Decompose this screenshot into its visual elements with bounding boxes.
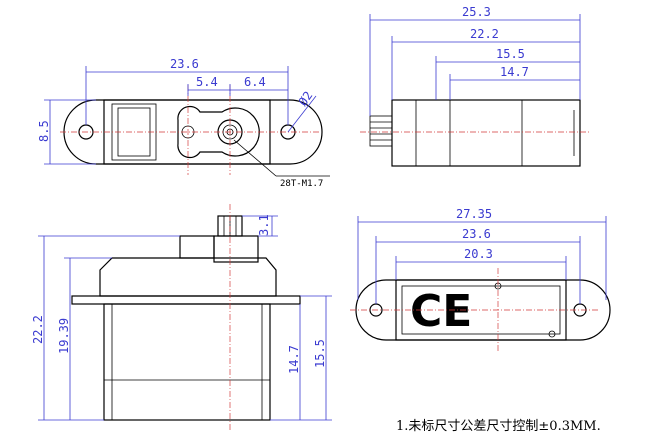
bottom-vent-icon xyxy=(548,330,556,338)
top-view-gear-cover xyxy=(177,105,260,159)
side-spline xyxy=(369,115,393,147)
dim-front-mount-high: 15.5 xyxy=(313,339,327,368)
bottom-view: CE 27.35 23.6 20.3 xyxy=(350,207,611,352)
front-upper-body xyxy=(99,257,277,297)
dim-side-total: 25.3 xyxy=(462,5,491,19)
dim-side-body: 22.2 xyxy=(470,27,499,41)
dim-front-mount-low: 14.7 xyxy=(287,345,301,374)
top-view: 23.6 5.4 6.4 Ø2 8.5 28T-M1.7 xyxy=(37,57,330,189)
front-lower-body xyxy=(103,303,271,421)
front-view: 22.2 19.39 3.1 14.7 15.5 xyxy=(31,204,332,430)
dim-top-left-offset: 5.4 xyxy=(196,75,218,89)
dim-spline-height: 3.1 xyxy=(257,214,271,236)
front-flange xyxy=(71,295,301,305)
dim-bottom-body: 20.3 xyxy=(464,247,493,261)
spline-callout: 28T-M1.7 xyxy=(280,179,323,189)
top-view-flange xyxy=(63,99,323,165)
dim-front-total: 22.2 xyxy=(31,315,45,344)
dim-side-mid: 15.5 xyxy=(496,47,525,61)
leader-spline xyxy=(233,139,277,177)
leader-hole xyxy=(287,95,317,133)
tolerance-note: 1.未标尺寸公差尺寸控制±0.3MM. xyxy=(396,419,601,434)
dim-front-body: 19.39 xyxy=(57,318,71,354)
dim-bottom-flange: 23.6 xyxy=(462,227,491,241)
dim-top-right-offset: 6.4 xyxy=(244,75,266,89)
dim-side-lower: 14.7 xyxy=(500,65,529,79)
bottom-flange xyxy=(355,279,611,341)
side-body xyxy=(391,99,581,167)
front-gear-top xyxy=(213,235,259,263)
side-view: 25.3 22.2 15.5 14.7 xyxy=(360,5,590,167)
dim-top-height: 8.5 xyxy=(37,120,51,142)
dim-bottom-overall: 27.35 xyxy=(456,207,492,221)
ce-mark-icon: CE xyxy=(410,286,472,337)
dim-hole-diameter: Ø2 xyxy=(296,89,316,109)
front-boss xyxy=(179,235,215,259)
dim-top-overall: 23.6 xyxy=(170,57,199,71)
